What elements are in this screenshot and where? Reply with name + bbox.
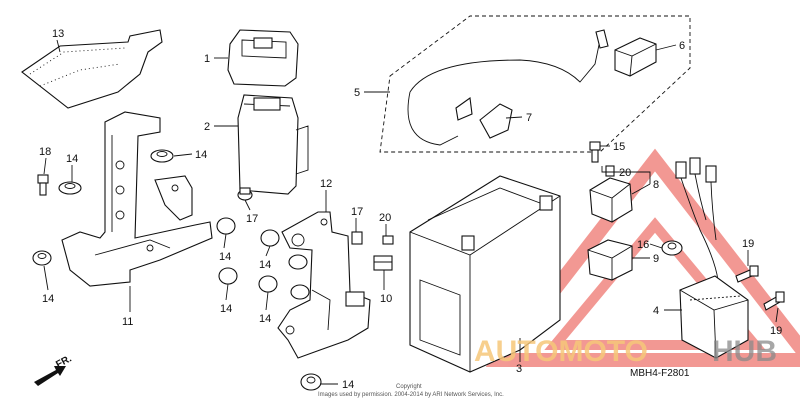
callout-10: 10: [380, 293, 392, 305]
callout-2: 2: [204, 121, 210, 133]
callout-5: 5: [354, 87, 360, 99]
callout-7: 7: [526, 112, 532, 124]
part-grommet-17: [237, 187, 253, 201]
callout-19b: 19: [770, 325, 782, 337]
callout-20b: 20: [619, 167, 631, 179]
part-grommet-bottom: [300, 373, 322, 391]
callout-20a: 20: [379, 212, 391, 224]
callout-3: 3: [516, 363, 522, 375]
part-battery-bracket: [61, 111, 213, 287]
callout-6: 6: [679, 40, 685, 52]
callout-12: 12: [320, 178, 332, 190]
callout-labels: 13 1 2 18 14 14 17 11 14 12 17 20 14 14 …: [39, 28, 782, 391]
callout-19a: 19: [742, 238, 754, 250]
part-regulator-rectifier: [679, 275, 749, 359]
part-bolt-15: [589, 141, 601, 163]
part-bolt-19: [735, 265, 785, 311]
callout-4: 4: [653, 305, 659, 317]
part-starter-relay: [589, 165, 633, 223]
watermark-hub: HUB: [712, 335, 777, 368]
part-relay-9: [587, 239, 633, 281]
part-grommet-16: [661, 240, 683, 256]
part-battery: [409, 175, 561, 373]
front-direction-marker: FR.: [34, 353, 74, 386]
leader-lines: [43, 39, 779, 385]
callout-15: 15: [613, 141, 625, 153]
part-grommet-group-left: [32, 149, 174, 266]
copyright-line1: Copyright: [396, 384, 422, 390]
part-bolt-18: [37, 174, 49, 196]
watermark-automoto: AUTOMOTO: [474, 335, 648, 368]
part-battery-cable: [379, 15, 691, 153]
part-terminal-cap-6: [614, 37, 657, 77]
diagram-code: MBH4-F2801: [630, 368, 690, 379]
part-wire-harness: [675, 157, 719, 281]
copyright-line2: Images used by permission. 2004-2014 by …: [318, 392, 504, 398]
callout-14e: 14: [220, 303, 232, 315]
callout-14a: 14: [66, 153, 78, 165]
part-fuse-cover: [227, 29, 299, 87]
part-terminal-cap-7: [479, 103, 513, 139]
callout-14b: 14: [195, 149, 207, 161]
callout-8: 8: [653, 179, 659, 191]
callout-17a: 17: [246, 213, 258, 225]
callout-17b: 17: [351, 206, 363, 218]
callout-14d: 14: [219, 251, 231, 263]
callout-11: 11: [122, 316, 133, 328]
callout-14c: 14: [42, 293, 54, 305]
part-small-connectors: [351, 231, 394, 271]
callout-14f: 14: [259, 259, 271, 271]
callout-9: 9: [653, 253, 659, 265]
callout-16: 16: [637, 239, 649, 251]
watermark-text: AUTOMOTO HUB: [474, 335, 777, 368]
callout-18: 18: [39, 146, 51, 158]
part-sub-bracket: [277, 211, 371, 359]
callout-1: 1: [204, 53, 210, 65]
callout-13: 13: [52, 28, 64, 40]
callout-14h: 14: [342, 379, 354, 391]
part-rubber-mat: [21, 29, 163, 109]
callout-14g: 14: [259, 313, 271, 325]
part-control-unit: [237, 94, 309, 195]
front-label: FR.: [54, 353, 74, 370]
